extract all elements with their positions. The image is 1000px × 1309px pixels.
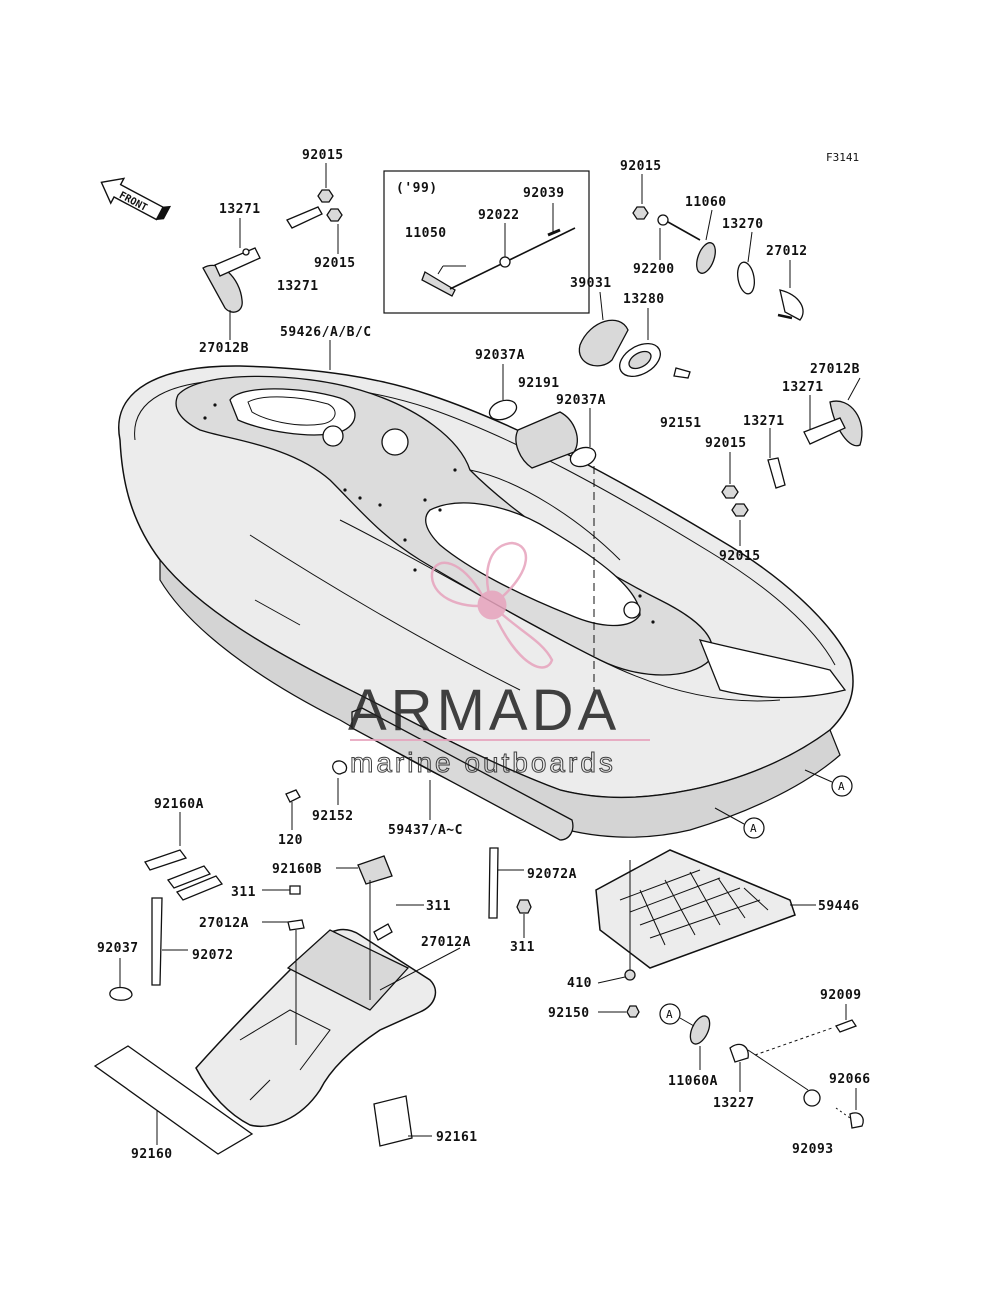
- ref-marker-2: A: [714, 807, 765, 839]
- watermark: ARMADA marine outboards: [348, 541, 650, 779]
- callout-label: 92072A: [527, 867, 577, 882]
- callout-label: 92015: [705, 436, 747, 451]
- callout-label: 92160: [131, 1147, 173, 1162]
- ride-plate-parts: [595, 849, 864, 1129]
- callout-label: 13271: [219, 202, 261, 217]
- callout-label: 311: [231, 885, 256, 900]
- callout-label: 92160B: [272, 862, 322, 877]
- upper-left-parts: [202, 163, 343, 370]
- callout-label: 92015: [302, 148, 344, 163]
- ref-marker-3: A: [659, 1003, 695, 1027]
- callout-label: 13270: [722, 217, 764, 232]
- callout-label: 92037A: [475, 348, 525, 363]
- callout-label: 11060A: [668, 1074, 718, 1089]
- callout-label: 410: [567, 976, 592, 991]
- callout-label: 59446: [818, 899, 860, 914]
- watermark-tagline: marine outboards: [350, 747, 616, 778]
- lower-left-parts: [93, 812, 532, 1155]
- callout-label: 92009: [820, 988, 862, 1003]
- callout-label: 120: [278, 833, 303, 848]
- inset-year-label: ('99): [396, 181, 438, 196]
- watermark-brand: ARMADA: [348, 678, 620, 743]
- callout-label: 11060: [685, 195, 727, 210]
- svg-text:A: A: [666, 1008, 673, 1021]
- callout-label: 92015: [314, 256, 356, 271]
- svg-text:A: A: [750, 822, 757, 835]
- callout-label: 27012B: [199, 341, 249, 356]
- svg-text:A: A: [838, 780, 845, 793]
- callout-label: 27012A: [199, 916, 249, 931]
- callout-label: 27012A: [421, 935, 471, 950]
- callout-label: 13271: [782, 380, 824, 395]
- callout-label: 39031: [570, 276, 612, 291]
- callout-label: 92160A: [154, 797, 204, 812]
- callout-label: 92200: [633, 262, 675, 277]
- callout-label: 59437/A~C: [388, 823, 463, 838]
- hull-assembly: [118, 365, 854, 838]
- callout-label: 13227: [713, 1096, 755, 1111]
- callout-labels: 92015 13271 92015 13271 27012B 59426/A/B…: [97, 148, 871, 1162]
- callout-label: 92022: [478, 208, 520, 223]
- callout-label: 92152: [312, 809, 354, 824]
- callout-label: 11050: [405, 226, 447, 241]
- front-arrow-icon: FRONT: [100, 177, 172, 221]
- inset-99-box: ('99): [383, 170, 590, 314]
- callout-label: 92037: [97, 941, 139, 956]
- callout-label: 92015: [620, 159, 662, 174]
- callout-label: 311: [510, 940, 535, 955]
- callout-label: 92066: [829, 1072, 871, 1087]
- callout-label: 311: [426, 899, 451, 914]
- callout-label: 13280: [623, 292, 665, 307]
- callout-label: 13271: [277, 279, 319, 294]
- callout-label: 27012: [766, 244, 808, 259]
- callout-label: 27012B: [810, 362, 860, 377]
- callout-label: 92150: [548, 1006, 590, 1021]
- callout-label: 92191: [518, 376, 560, 391]
- upper-right-parts: [488, 174, 863, 690]
- callout-label: 92093: [792, 1142, 834, 1157]
- figure-code: F3141: [826, 151, 859, 164]
- callout-label: 92015: [719, 549, 761, 564]
- callout-label: 92037A: [556, 393, 606, 408]
- callout-label: 92072: [192, 948, 234, 963]
- callout-label: 92151: [660, 416, 702, 431]
- propeller-logo-icon: [430, 541, 554, 669]
- callout-label: 92161: [436, 1130, 478, 1145]
- callout-label: 59426/A/B/C: [280, 325, 372, 340]
- ref-marker-1: A: [804, 769, 853, 797]
- callout-label: 13271: [743, 414, 785, 429]
- callout-label: 92039: [523, 186, 565, 201]
